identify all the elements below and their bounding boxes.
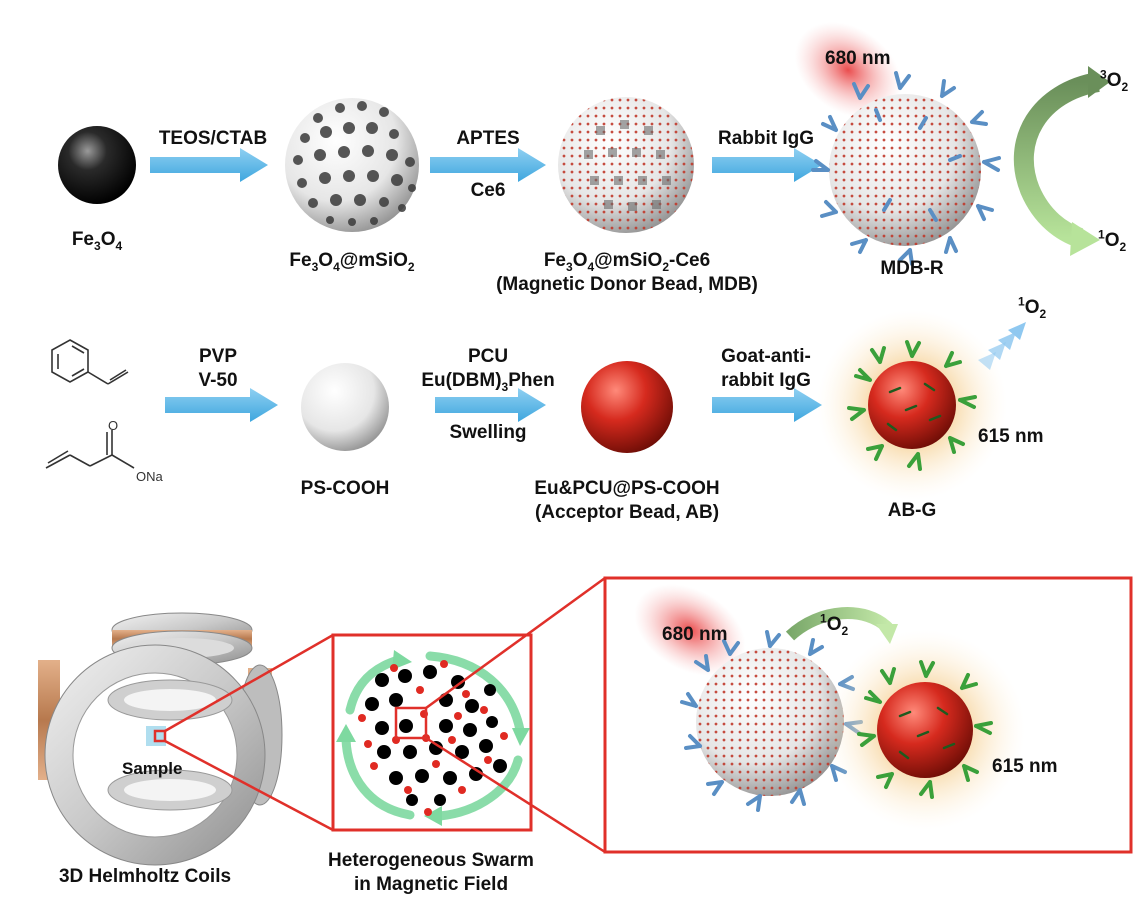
arrow-icon (165, 388, 278, 422)
zoom-line (164, 739, 334, 832)
label-fe3o4-msio2: Fe3O4@mSiO2 (289, 250, 415, 274)
label-615nm: 615 nm (978, 426, 1044, 447)
swarm-frame (331, 633, 533, 832)
zoom-donor-bead (680, 630, 863, 812)
zoom-line (164, 633, 334, 733)
label-zoom-680nm: 680 nm (662, 624, 728, 645)
label-swarm-1: Heterogeneous Swarm (328, 850, 534, 871)
reagent-v50: V-50 (198, 370, 238, 391)
zoom-line (425, 576, 606, 710)
laser-beam (794, 22, 902, 118)
reagent-teos-ctab: TEOS/CTAB (158, 128, 268, 149)
label-acceptor-bead: (Acceptor Bead, AB) (534, 502, 720, 523)
label-ps-cooh: PS-COOH (300, 478, 390, 499)
label-helmholtz-coils: 3D Helmholtz Coils (58, 866, 232, 887)
mesoporous-silica-sphere (285, 98, 419, 232)
oxygen-atom-label: O (108, 418, 118, 433)
label-triplet-oxygen: 3O2 (1100, 67, 1129, 94)
label-680nm: 680 nm (825, 48, 891, 69)
label-sample: Sample (122, 759, 183, 778)
reagent-eu-dbm-phen: Eu(DBM)3Phen (421, 370, 555, 394)
label-singlet-oxygen: 1O2 (1098, 227, 1127, 254)
helmholtz-coils (38, 612, 283, 866)
label-zoom-615nm: 615 nm (992, 756, 1058, 777)
ona-label: ONa (136, 469, 164, 484)
singlet-oxygen-arrow (978, 322, 1026, 370)
arrow-icon (435, 388, 546, 422)
reagent-pcu: PCU (467, 346, 509, 367)
zoom-acceptor-bead (825, 630, 1025, 830)
magnetic-donor-bead (558, 97, 694, 233)
reagent-ce6: Ce6 (470, 180, 506, 201)
arrow-icon (336, 650, 530, 826)
reagent-aptes: APTES (456, 128, 520, 149)
label-fe3o4: Fe3O4 (71, 229, 123, 253)
mdb-r-bead (811, 71, 1001, 266)
ab-g-bead (817, 310, 1007, 500)
arrow-icon (150, 148, 268, 182)
reagent-goat-anti: Goat-anti- (721, 346, 811, 367)
reagent-pvp: PVP (198, 346, 238, 367)
swarm-rotation-arrows (341, 651, 525, 821)
label-singlet-oxygen-2: 1O2 (1018, 294, 1047, 321)
reagent-rabbit-igg-2: rabbit IgG (721, 370, 811, 391)
swarm-particles (358, 660, 508, 816)
acceptor-bead-sphere (581, 361, 673, 453)
label-magnetic-donor-bead: (Magnetic Donor Bead, MDB) (496, 274, 758, 295)
energy-transfer-arc (1013, 66, 1110, 256)
zoom-line (425, 736, 606, 854)
styrene-structure (51, 339, 129, 385)
label-fe3o4-msio2-ce6: Fe3O4@mSiO2-Ce6 (543, 250, 711, 274)
laser-beam (634, 584, 746, 676)
reagent-rabbit-igg: Rabbit IgG (717, 128, 815, 149)
label-zoom-singlet-oxygen: 1O2 (820, 611, 849, 638)
label-mdb-r: MDB-R (880, 258, 944, 279)
arrow-icon (712, 148, 822, 182)
label-swarm-2: in Magnetic Field (353, 874, 509, 895)
label-ab-g: AB-G (887, 500, 937, 521)
label-eu-pcu-ps-cooh: Eu&PCU@PS-COOH (534, 478, 720, 499)
fe3o4-sphere (58, 126, 136, 204)
arrow-icon (712, 388, 822, 422)
singlet-oxygen-transfer-arc (785, 607, 898, 644)
ps-cooh-sphere (301, 363, 389, 451)
arrow-icon (430, 148, 546, 182)
sodium-acrylate-structure (45, 430, 135, 469)
reagent-swelling: Swelling (449, 422, 527, 443)
